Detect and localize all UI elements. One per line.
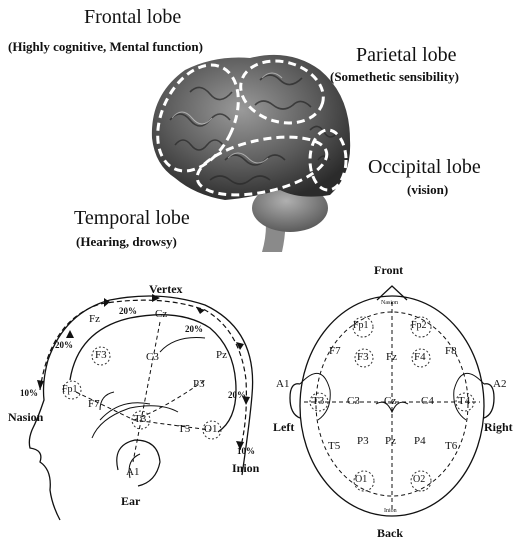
side-brain-outline xyxy=(70,315,236,432)
top-electrode-o2-label: O2 xyxy=(413,474,425,485)
top-right-label: Right xyxy=(484,420,513,435)
top-inion-label: Inion xyxy=(384,508,397,514)
top-electrode-t4-label: T4 xyxy=(458,395,470,407)
occipital-lobe-label: Occipital lobe xyxy=(368,156,481,179)
side-pct-20-front: 20% xyxy=(55,340,73,350)
top-electrode-p4: P4 xyxy=(414,435,426,447)
top-electrode-p3: P3 xyxy=(357,435,369,447)
frontal-lobe-desc: (Highly cognitive, Mental function) xyxy=(8,39,203,55)
top-left-label: Left xyxy=(273,420,294,435)
side-electrode-cz: Cz xyxy=(155,308,167,320)
top-electrode-f3-label: F3 xyxy=(357,351,369,363)
side-electrode-t5: T5 xyxy=(178,423,190,435)
parietal-lobe-desc: (Somethetic sensibility) xyxy=(330,69,459,85)
top-back-label: Back xyxy=(377,526,403,541)
top-front-label: Front xyxy=(374,263,403,278)
top-electrode-cz: Cz xyxy=(384,395,396,407)
frontal-lobe-label: Frontal lobe xyxy=(84,6,181,29)
top-electrode-a1: A1 xyxy=(276,378,289,390)
side-electrode-f3-label: F3 xyxy=(95,349,107,361)
top-electrode-pz: Pz xyxy=(385,435,396,447)
side-electrode-p3: P3 xyxy=(193,378,205,390)
side-electrode-pz: Pz xyxy=(216,349,227,361)
side-electrode-t3-label: T3 xyxy=(134,413,146,425)
side-electrode-f7: F7 xyxy=(88,398,100,410)
side-nasion-label: Nasion xyxy=(8,410,43,425)
side-electrode-o1-label: O1 xyxy=(204,423,217,435)
top-nasion-label: Nasion xyxy=(381,300,398,306)
parietal-lobe-label: Parietal lobe xyxy=(356,44,457,67)
side-electrode-c3: C3 xyxy=(146,351,159,363)
temporal-lobe-label: Temporal lobe xyxy=(74,207,190,230)
top-electrode-fz: Fz xyxy=(386,351,397,363)
top-left-ear xyxy=(290,384,300,418)
side-pct-20-back: 20% xyxy=(185,324,203,334)
side-ear xyxy=(117,440,160,486)
top-electrode-o1-label: O1 xyxy=(355,474,367,485)
top-electrode-t3-label: T3 xyxy=(312,395,324,407)
top-electrode-c4: C4 xyxy=(421,395,434,407)
occipital-lobe-desc: (vision) xyxy=(407,182,448,198)
side-vertex-label: Vertex xyxy=(149,282,183,297)
top-electrode-t6: T6 xyxy=(445,440,457,452)
arc-arrowheads xyxy=(37,294,250,450)
side-ear-label: Ear xyxy=(121,494,140,509)
top-electrode-f4-label: F4 xyxy=(414,351,426,363)
side-pct-10-nasion: 10% xyxy=(20,388,38,398)
top-electrode-fp1-label: Fp1 xyxy=(353,320,369,331)
top-electrode-fp2-label: Fp2 xyxy=(411,320,427,331)
top-nose xyxy=(377,286,407,300)
side-pct-10-inion: 10% xyxy=(237,446,255,456)
temporal-lobe-desc: (Hearing, drowsy) xyxy=(76,234,177,250)
side-electrode-fp1-label: Fp1 xyxy=(62,384,78,395)
side-pct-20-top: 20% xyxy=(119,306,137,316)
side-head-outline xyxy=(29,296,252,520)
top-electrode-a2: A2 xyxy=(493,378,506,390)
side-inion-label: Inion xyxy=(232,461,259,476)
top-electrode-c3: C3 xyxy=(347,395,360,407)
top-electrode-f8: F8 xyxy=(445,345,457,357)
side-electrode-a1: A1 xyxy=(126,466,139,478)
top-electrode-f7: F7 xyxy=(329,345,341,357)
side-pct-20-rear: 20% xyxy=(228,390,246,400)
top-electrode-t5: T5 xyxy=(328,440,340,452)
side-electrode-fz: Fz xyxy=(89,313,100,325)
